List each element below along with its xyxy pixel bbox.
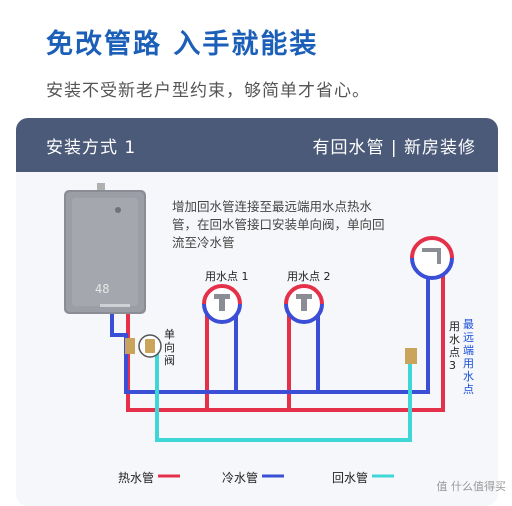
headline: 免改管路 入手就能装 bbox=[46, 29, 319, 60]
card-title: 安装方式 1 bbox=[46, 138, 137, 158]
legend-cold: 冷水管 bbox=[222, 471, 259, 485]
heater-display: 48 bbox=[95, 282, 109, 296]
water-heater: 48 bbox=[64, 183, 146, 314]
watermark: 值 什么值得买 bbox=[436, 480, 507, 493]
shower-icon bbox=[410, 236, 454, 280]
legend-return: 回水管 bbox=[332, 471, 369, 485]
card-tag: 有回水管 | 新房装修 bbox=[312, 138, 476, 158]
point-1-label: 用水点 1 bbox=[205, 270, 249, 283]
subheadline: 安装不受新老户型约束，够简单才省心。 bbox=[46, 81, 370, 101]
cold-water-pipe bbox=[110, 262, 430, 394]
point-3-extra-label: 最远端用水点 bbox=[463, 318, 474, 396]
description-text: 增加回水管连接至最远端用水点热水管，在回水管接口安装单向阀，单向回流至冷水管 bbox=[172, 199, 385, 250]
return-valve bbox=[405, 348, 417, 364]
one-way-valve bbox=[125, 334, 162, 358]
valve-label: 单向阀 bbox=[164, 328, 175, 367]
faucet-2-icon bbox=[284, 284, 324, 324]
point-3-label: 用水点 3 bbox=[449, 320, 460, 372]
faucet-1-icon bbox=[202, 284, 242, 324]
legend-hot: 热水管 bbox=[118, 471, 155, 485]
card-header: 安装方式 1 有回水管 | 新房装修 bbox=[16, 118, 498, 172]
point-2-label: 用水点 2 bbox=[287, 270, 331, 283]
